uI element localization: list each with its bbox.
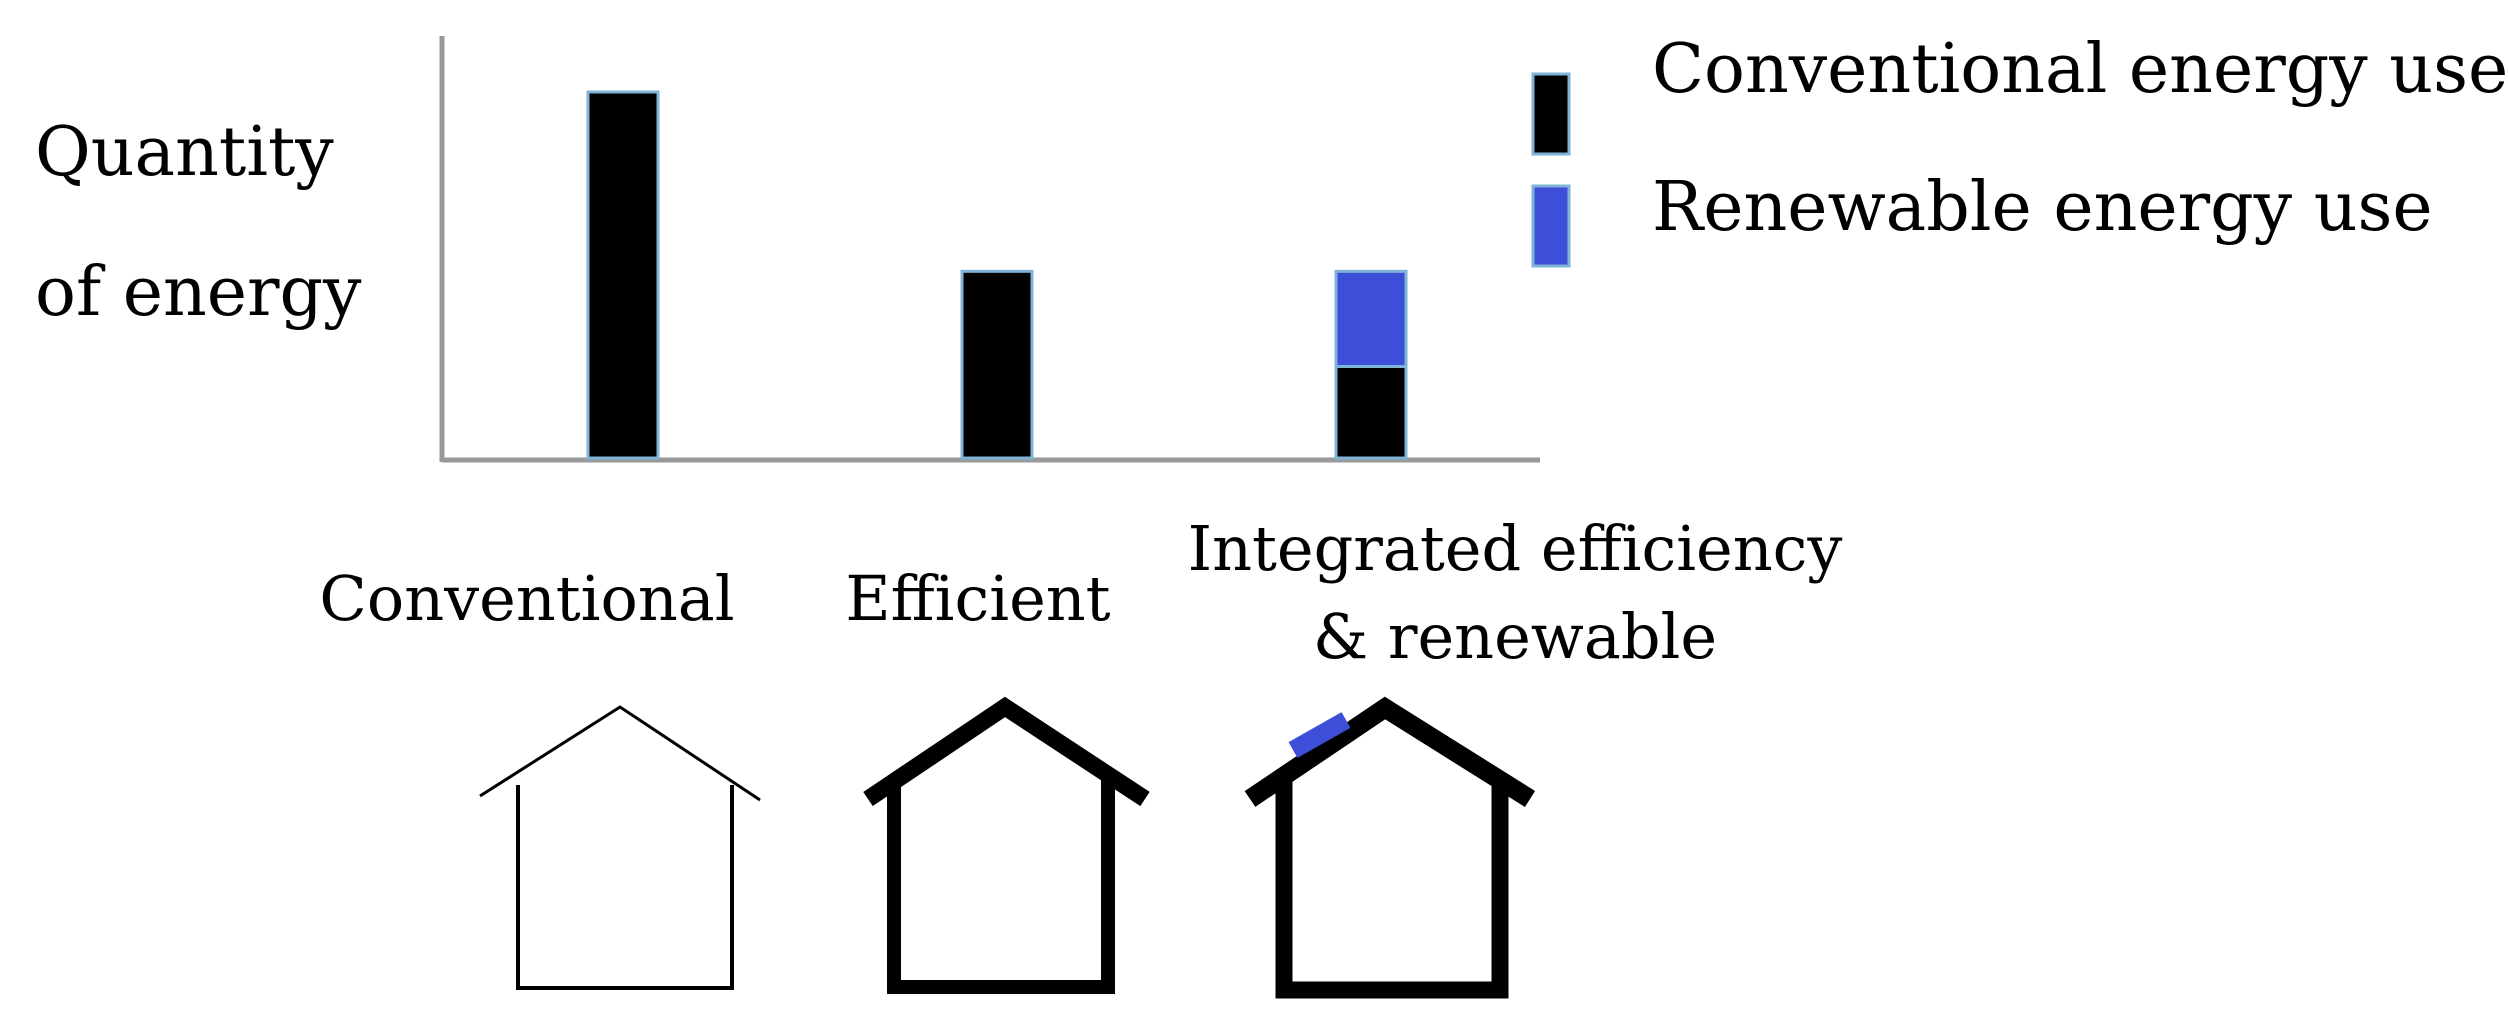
legend-label-renewable: Renewable energy use: [1652, 168, 2433, 247]
legend-label-conventional: Conventional energy use: [1652, 30, 2508, 109]
category-label-integrated-line-1: Integrated efficiency: [1188, 512, 1843, 585]
house-solar-icon: [1244, 696, 1536, 999]
bar-conventional-conventional: [586, 90, 660, 460]
y-axis-label-line-1: Quantity: [35, 113, 334, 192]
y-axis-label-line-2: of energy: [35, 253, 362, 332]
category-label-efficient: Efficient: [845, 562, 1110, 635]
legend-swatch-conventional: [1531, 72, 1571, 156]
solar-panel-icon: [1288, 712, 1351, 758]
legend-swatch-renewable: [1531, 184, 1571, 268]
bar-integrated-conventional: [1334, 365, 1408, 460]
bars-group: [586, 90, 1408, 460]
category-label-integrated-line-2: & renewable: [1313, 600, 1717, 673]
category-label-conventional: Conventional: [319, 562, 734, 635]
house-thick-icon: [863, 696, 1150, 994]
bar-efficient-conventional: [960, 269, 1034, 460]
legend: Conventional energy use Renewable energy…: [1531, 30, 2508, 268]
bar-integrated-renewable: [1334, 269, 1408, 368]
house-thin-icon: [479, 705, 761, 990]
